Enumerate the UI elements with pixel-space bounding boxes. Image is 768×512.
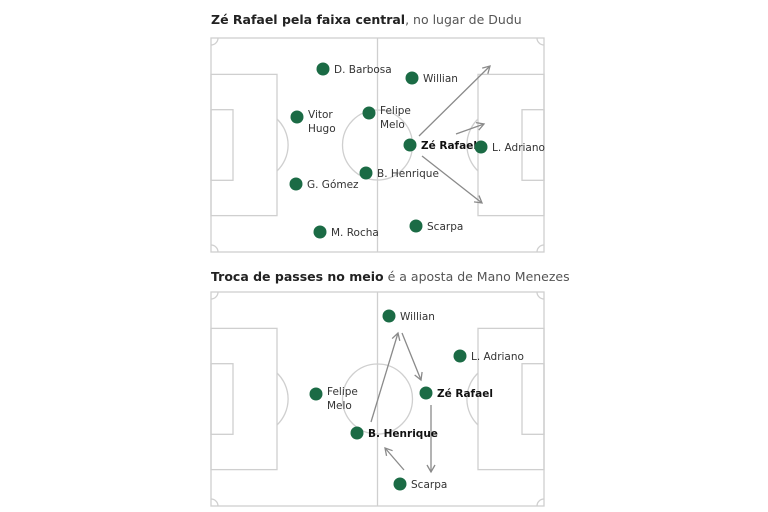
panel2-field bbox=[210, 291, 545, 507]
panel2-player-felipe-melo bbox=[309, 387, 323, 401]
panel1-label-d-barbosa: D. Barbosa bbox=[334, 64, 392, 76]
panel1-label-m-rocha: M. Rocha bbox=[331, 227, 379, 239]
arrow-ze-rafael-forward bbox=[455, 121, 486, 135]
panel2-label-scarpa: Scarpa bbox=[411, 479, 447, 491]
panel1-right-goal-area bbox=[521, 109, 545, 181]
arrow-scarpa-to-henrique bbox=[384, 447, 405, 471]
panel1-label-line: B. Henrique bbox=[377, 168, 439, 180]
panel1-corner-arc bbox=[536, 37, 545, 46]
panel2-label-line: Zé Rafael bbox=[437, 388, 493, 400]
panel1-title-bold: Zé Rafael pela faixa central bbox=[211, 12, 406, 27]
panel2-player-willian bbox=[382, 309, 396, 323]
panel1-player-vitor-hugo bbox=[290, 110, 304, 124]
panel2-right-penalty-arc bbox=[466, 372, 479, 426]
panel1-label-line: Felipe bbox=[380, 105, 411, 117]
panel1-label-l-adriano: L. Adriano bbox=[492, 142, 545, 154]
panel1-title: Zé Rafael pela faixa central, no lugar d… bbox=[211, 12, 522, 27]
panel1-corner-arc bbox=[210, 244, 219, 253]
panel2-arrows bbox=[370, 331, 436, 474]
panel1-right-penalty-arc bbox=[466, 118, 479, 172]
arrow-ze-rafael-forward-left bbox=[418, 65, 491, 137]
panel2-label-line: B. Henrique bbox=[368, 428, 438, 440]
panel1-left-penalty-arc bbox=[276, 118, 289, 172]
panel2-corner-arc bbox=[210, 291, 219, 300]
panel2-player-ze-rafael bbox=[419, 386, 433, 400]
panel1-label-scarpa: Scarpa bbox=[427, 221, 463, 233]
panel2-player-l-adriano bbox=[453, 349, 467, 363]
panel2-corner-arc bbox=[536, 291, 545, 300]
panel2-center-circle bbox=[341, 363, 414, 435]
panel1-label-line: L. Adriano bbox=[492, 142, 545, 154]
panel1-player-l-adriano bbox=[474, 140, 488, 154]
panel2-label-willian: Willian bbox=[400, 311, 435, 323]
panel1-player-m-rocha bbox=[313, 225, 327, 239]
panel1-label-line: Hugo bbox=[308, 123, 336, 135]
panel2-left-penalty-area bbox=[210, 327, 278, 471]
panel1-player-d-barbosa bbox=[316, 62, 330, 76]
panel2-corner-arc bbox=[210, 498, 219, 507]
panel1-corner-arc bbox=[210, 37, 219, 46]
panel2-label-line: Felipe bbox=[327, 386, 358, 398]
panel2-label-line: Scarpa bbox=[411, 479, 447, 491]
panel2-corner-arc bbox=[536, 498, 545, 507]
panel1-label-line: D. Barbosa bbox=[334, 64, 392, 76]
panel1-label-line: M. Rocha bbox=[331, 227, 379, 239]
panel1-label-line: Melo bbox=[380, 119, 405, 131]
panel1-player-scarpa bbox=[409, 219, 423, 233]
panel1-label-line: Vitor bbox=[308, 109, 333, 121]
panel1-player-b-henrique bbox=[359, 166, 373, 180]
panel1-corner-arc bbox=[536, 244, 545, 253]
panel2-title: Troca de passes no meio é a aposta de Ma… bbox=[211, 269, 570, 284]
panel2-label-line: Melo bbox=[327, 400, 352, 412]
panel1-label-g-gomez: G. Gómez bbox=[307, 179, 359, 191]
arrow-henrique-to-willian bbox=[370, 331, 401, 423]
panel1-label-b-henrique: B. Henrique bbox=[377, 168, 439, 180]
panel2-label-l-adriano: L. Adriano bbox=[471, 351, 524, 363]
panel1-player-g-gomez bbox=[289, 177, 303, 191]
panel2-label-ze-rafael: Zé Rafael bbox=[437, 388, 493, 400]
arrow-willian-to-ze-rafael bbox=[401, 332, 423, 382]
panel2-player-scarpa bbox=[393, 477, 407, 491]
panel2-title-rest: é a aposta de Mano Menezes bbox=[383, 269, 570, 284]
panel1-player-willian bbox=[405, 71, 419, 85]
panel1-field bbox=[210, 37, 545, 253]
panel1-label-willian: Willian bbox=[423, 73, 458, 85]
panel2-right-goal-area bbox=[521, 363, 545, 435]
panel1-label-ze-rafael: Zé Rafael bbox=[421, 140, 477, 152]
panel2-label-line: Willian bbox=[400, 311, 435, 323]
panel2-left-penalty-arc bbox=[276, 372, 289, 426]
arrow-ze-rafael-forward-right bbox=[421, 155, 484, 204]
panel1-label-line: Scarpa bbox=[427, 221, 463, 233]
panel1-left-goal-area bbox=[210, 109, 234, 181]
panel1-arrows bbox=[418, 65, 491, 204]
panel2-label-line: L. Adriano bbox=[471, 351, 524, 363]
panel2-player-b-henrique bbox=[350, 426, 364, 440]
panel1-player-felipe-melo bbox=[362, 106, 376, 120]
panel1-left-penalty-area bbox=[210, 73, 278, 217]
panel1-label-line: Willian bbox=[423, 73, 458, 85]
panel1-title-rest: , no lugar de Dudu bbox=[405, 12, 522, 27]
panel2-left-goal-area bbox=[210, 363, 234, 435]
panel1-label-line: G. Gómez bbox=[307, 179, 359, 191]
panel1-label-line: Zé Rafael bbox=[421, 140, 477, 152]
panel2-label-b-henrique: B. Henrique bbox=[368, 428, 438, 440]
panel2-title-bold: Troca de passes no meio bbox=[211, 269, 384, 284]
panel1-player-ze-rafael bbox=[403, 138, 417, 152]
